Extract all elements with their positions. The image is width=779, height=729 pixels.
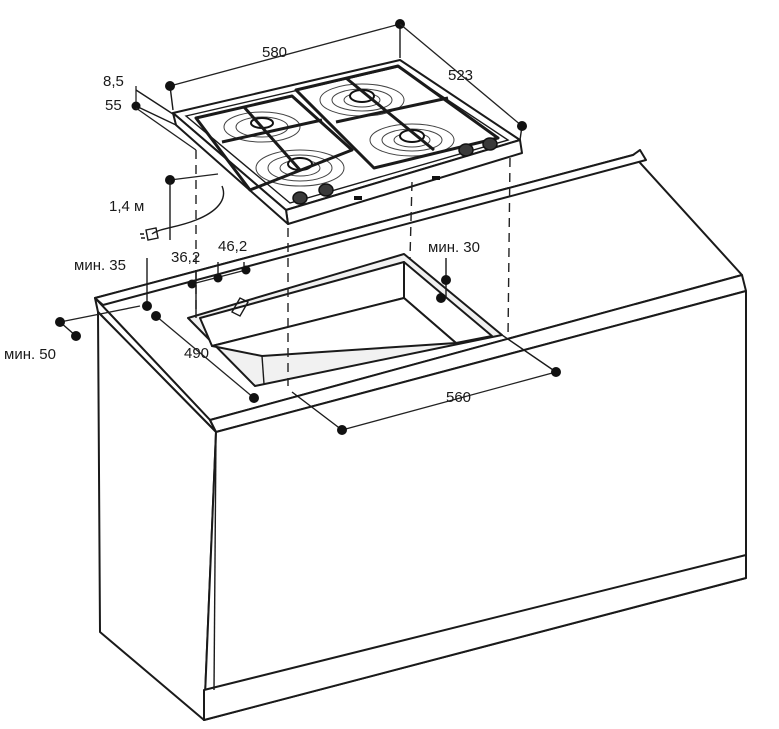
burner-front-right <box>369 123 455 157</box>
dimension-lines <box>55 19 561 435</box>
label-cutout-width-560: 560 <box>446 389 471 406</box>
label-min-35: мин. 35 <box>74 257 126 274</box>
label-offset-46-2: 46,2 <box>218 238 247 255</box>
cabinet <box>94 149 747 721</box>
label-thickness-top: 8,5 <box>103 73 124 90</box>
gas-hob <box>140 59 523 241</box>
projection-lines <box>195 150 511 386</box>
label-cable-length: 1,4 м <box>109 198 144 215</box>
label-thickness-bottom: 55 <box>105 97 122 114</box>
hob-left-face <box>172 112 289 225</box>
cabinet-inner-edge <box>213 431 217 691</box>
label-width-580: 580 <box>262 44 287 61</box>
control-knob-1 <box>292 191 308 205</box>
label-min-50: мин. 50 <box>4 346 56 363</box>
mounting-bracket <box>231 297 249 317</box>
indicator-mark-1 <box>354 196 362 200</box>
control-knob-3 <box>458 143 474 157</box>
label-min-30: мин. 30 <box>428 239 480 256</box>
pan-support-left <box>194 94 354 192</box>
label-offset-36-2: 36,2 <box>171 249 200 266</box>
indicator-mark-2 <box>432 176 440 180</box>
control-knob-2 <box>318 183 334 197</box>
power-cable <box>151 185 225 235</box>
cable-plug-icon <box>140 227 159 241</box>
cabinet-base-strip <box>203 554 747 721</box>
label-cutout-depth-490: 490 <box>184 345 209 362</box>
dimension-labels: 580 523 8,5 55 1,4 м мин. 35 36,2 46,2 м… <box>4 44 480 406</box>
cutout-front-edge <box>261 355 265 385</box>
control-knob-4 <box>482 137 498 151</box>
label-depth-523: 523 <box>448 67 473 84</box>
pan-support-right <box>294 64 500 170</box>
cutout-floor <box>211 297 457 357</box>
